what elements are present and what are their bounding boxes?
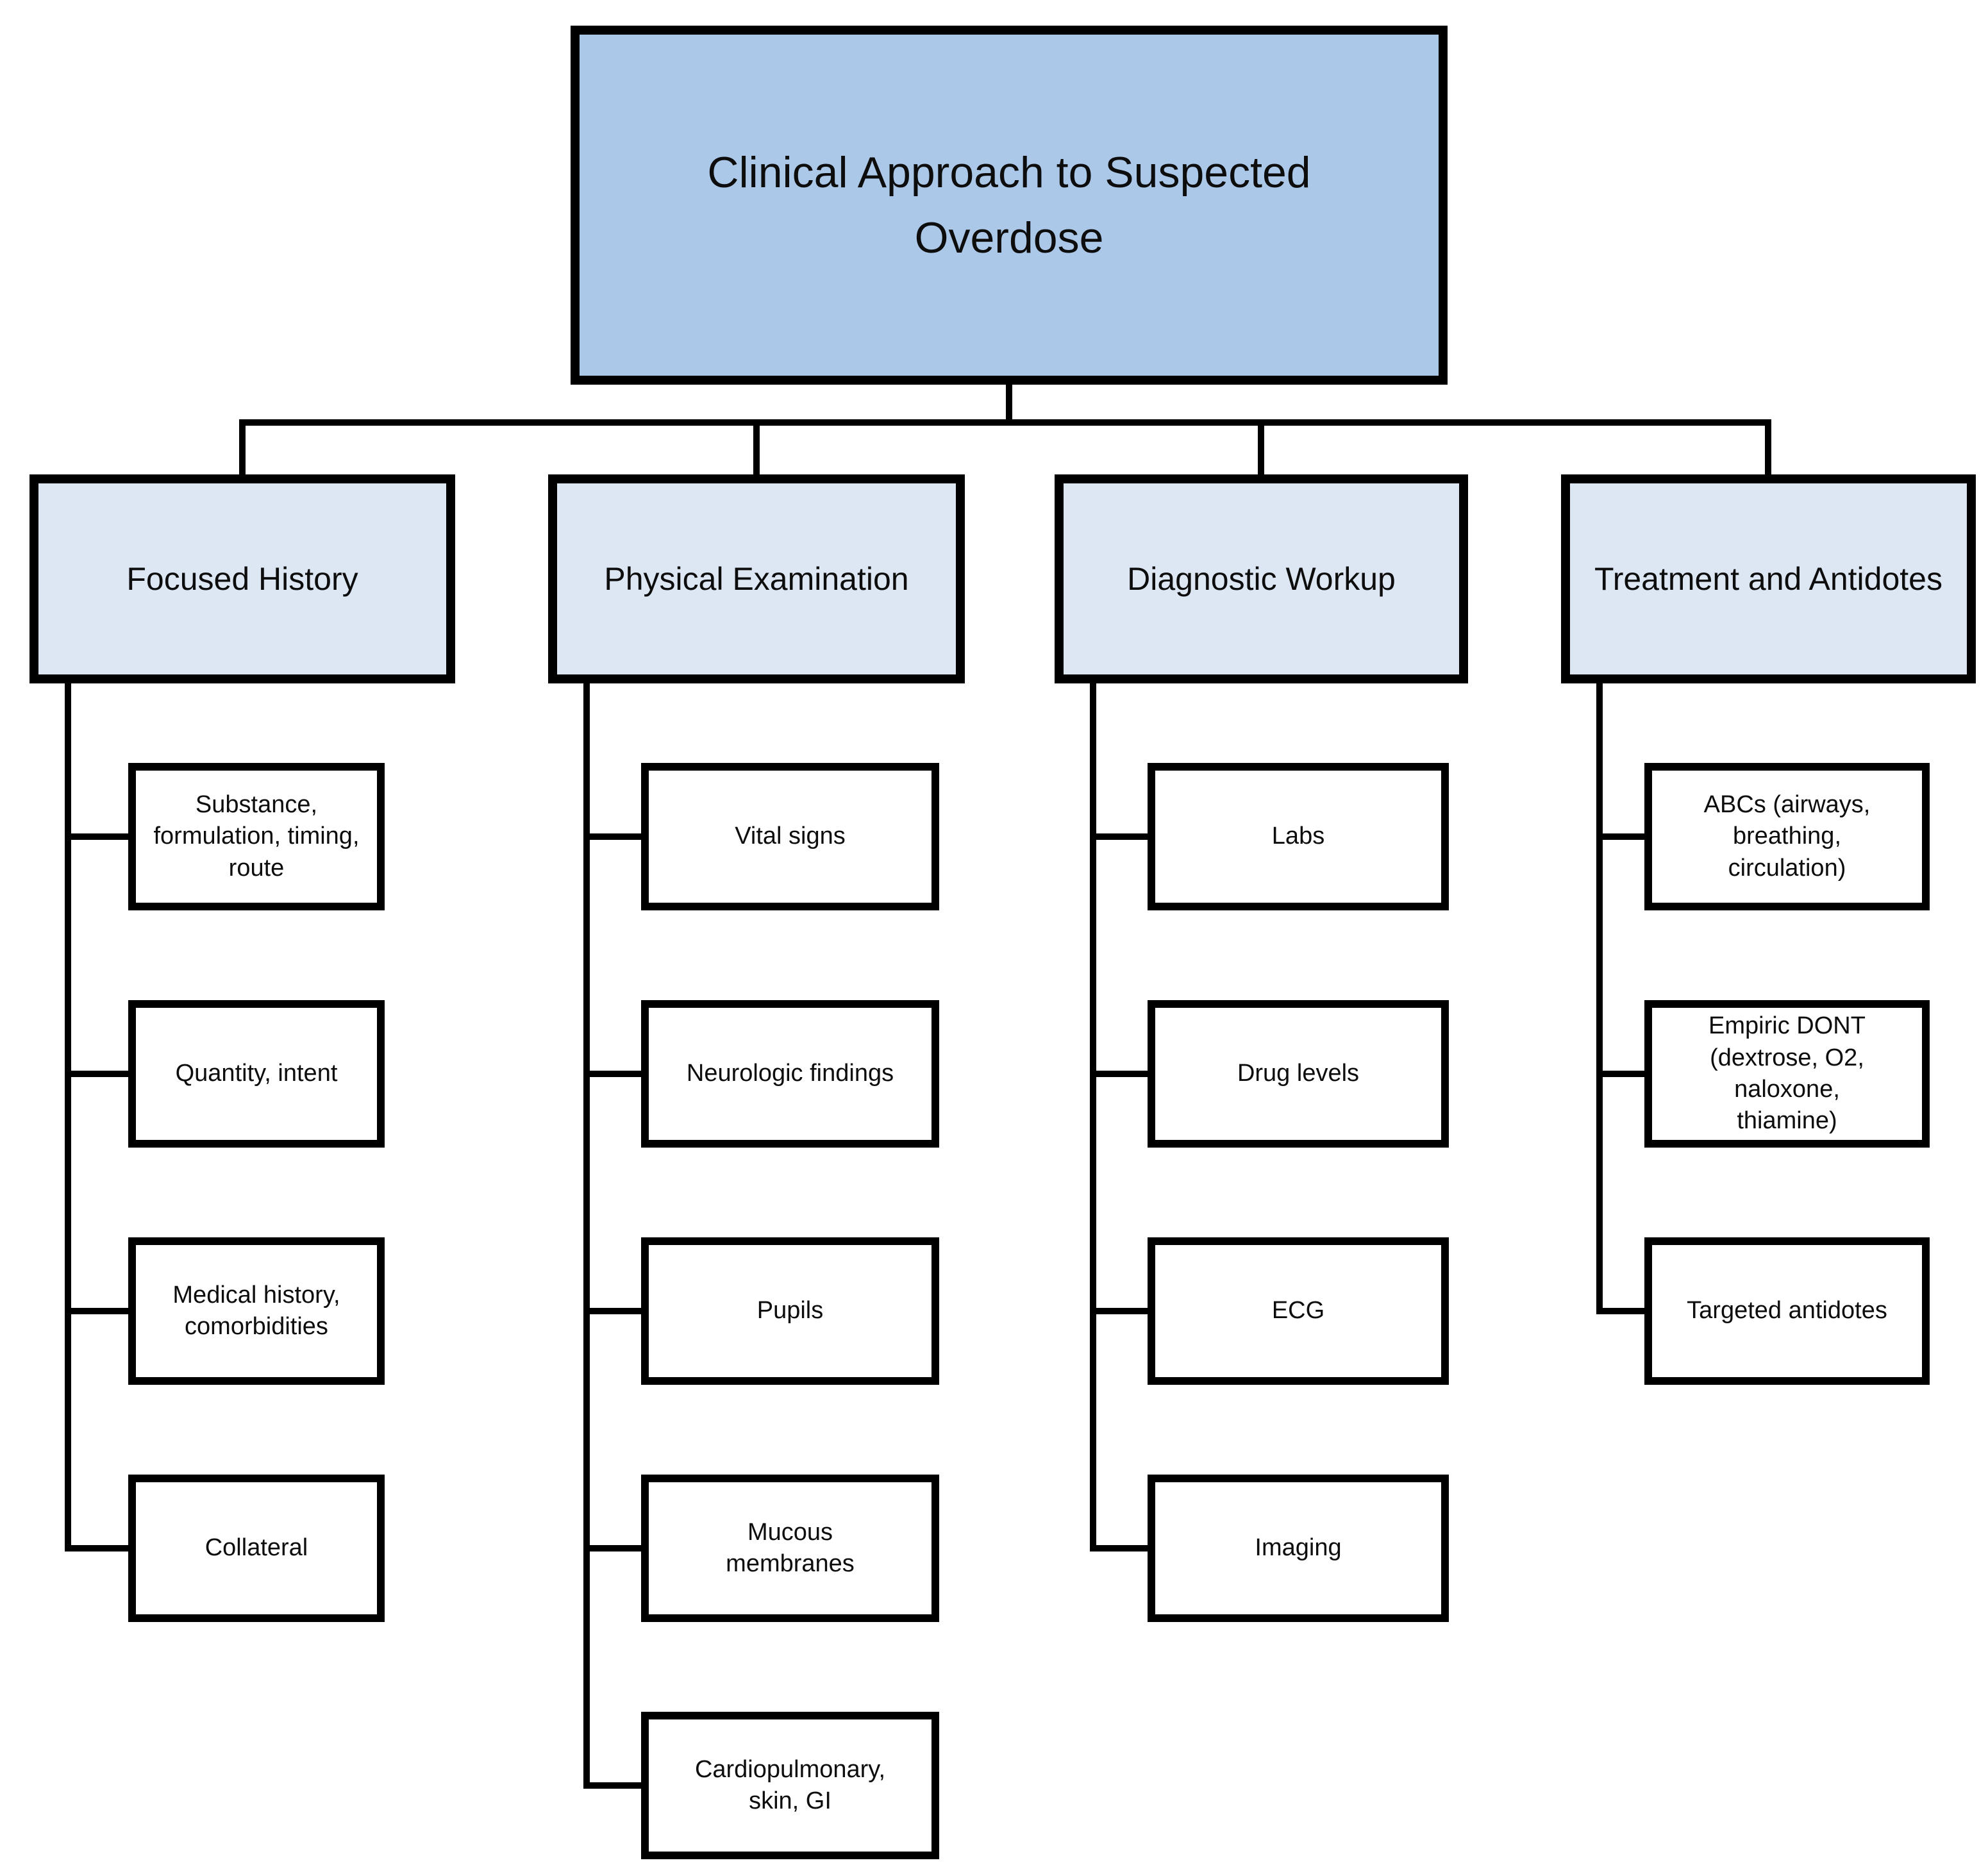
connector-stub-empiric-dont: [1596, 1071, 1648, 1077]
connector-stub-collateral: [65, 1545, 131, 1551]
connector-stub-abcs: [1596, 833, 1648, 840]
connector-stub-targeted-antidotes: [1596, 1308, 1648, 1314]
leaf-node-cardiopulmonary-skin-gi: Cardiopulmonary, skin, GI: [641, 1712, 939, 1859]
branch-node-diagnostic-workup: Diagnostic Workup: [1055, 474, 1468, 683]
connector-stub-cardiopulmonary: [583, 1782, 644, 1789]
root-node-clinical-approach: Clinical Approach to Suspected Overdose: [571, 26, 1448, 385]
leaf-node-mucous-membranes: Mucous membranes: [641, 1475, 939, 1622]
connector-stub-mucous-membranes: [583, 1545, 644, 1551]
connector-trunk-diagnostic-workup: [1090, 683, 1096, 1551]
connector-drop-diagnostic-workup: [1258, 423, 1264, 476]
leaf-node-quantity-intent: Quantity, intent: [128, 1000, 385, 1148]
leaf-node-ecg: ECG: [1148, 1237, 1449, 1385]
connector-trunk-focused-history: [65, 683, 71, 1551]
connector-stub-medical-history: [65, 1308, 131, 1314]
connector-stub-labs: [1090, 833, 1151, 840]
connector-drop-physical-examination: [753, 423, 760, 476]
connector-trunk-physical-examination: [583, 683, 590, 1789]
leaf-node-drug-levels: Drug levels: [1148, 1000, 1449, 1148]
connector-stub-pupils: [583, 1308, 644, 1314]
connector-stub-quantity-intent: [65, 1071, 131, 1077]
connector-drop-focused-history: [239, 423, 246, 476]
leaf-node-targeted-antidotes: Targeted antidotes: [1644, 1237, 1930, 1385]
connector-stub-drug-levels: [1090, 1071, 1151, 1077]
connector-drop-treatment-antidotes: [1765, 423, 1771, 476]
connector-top-horizontal: [239, 419, 1771, 426]
leaf-node-medical-history-comorbidities: Medical history, comorbidities: [128, 1237, 385, 1385]
connector-title-riser: [1006, 383, 1012, 423]
connector-trunk-treatment-antidotes: [1596, 683, 1603, 1314]
leaf-node-vital-signs: Vital signs: [641, 763, 939, 910]
branch-node-treatment-antidotes: Treatment and Antidotes: [1561, 474, 1976, 683]
leaf-node-empiric-dont: Empiric DONT (dextrose, O2, naloxone, th…: [1644, 1000, 1930, 1148]
connector-stub-ecg: [1090, 1308, 1151, 1314]
branch-node-focused-history: Focused History: [29, 474, 455, 683]
leaf-node-collateral: Collateral: [128, 1475, 385, 1622]
connector-stub-imaging: [1090, 1545, 1151, 1551]
leaf-node-substance-formulation-timing-route: Substance, formulation, timing, route: [128, 763, 385, 910]
connector-stub-vital-signs: [583, 833, 644, 840]
leaf-node-neurologic-findings: Neurologic findings: [641, 1000, 939, 1148]
leaf-node-labs: Labs: [1148, 763, 1449, 910]
leaf-node-abcs-airways-breathing-circulation: ABCs (airways, breathing, circulation): [1644, 763, 1930, 910]
connector-stub-neurologic-findings: [583, 1071, 644, 1077]
branch-node-physical-examination: Physical Examination: [548, 474, 965, 683]
leaf-node-pupils: Pupils: [641, 1237, 939, 1385]
connector-stub-substance: [65, 833, 131, 840]
leaf-node-imaging: Imaging: [1148, 1475, 1449, 1622]
